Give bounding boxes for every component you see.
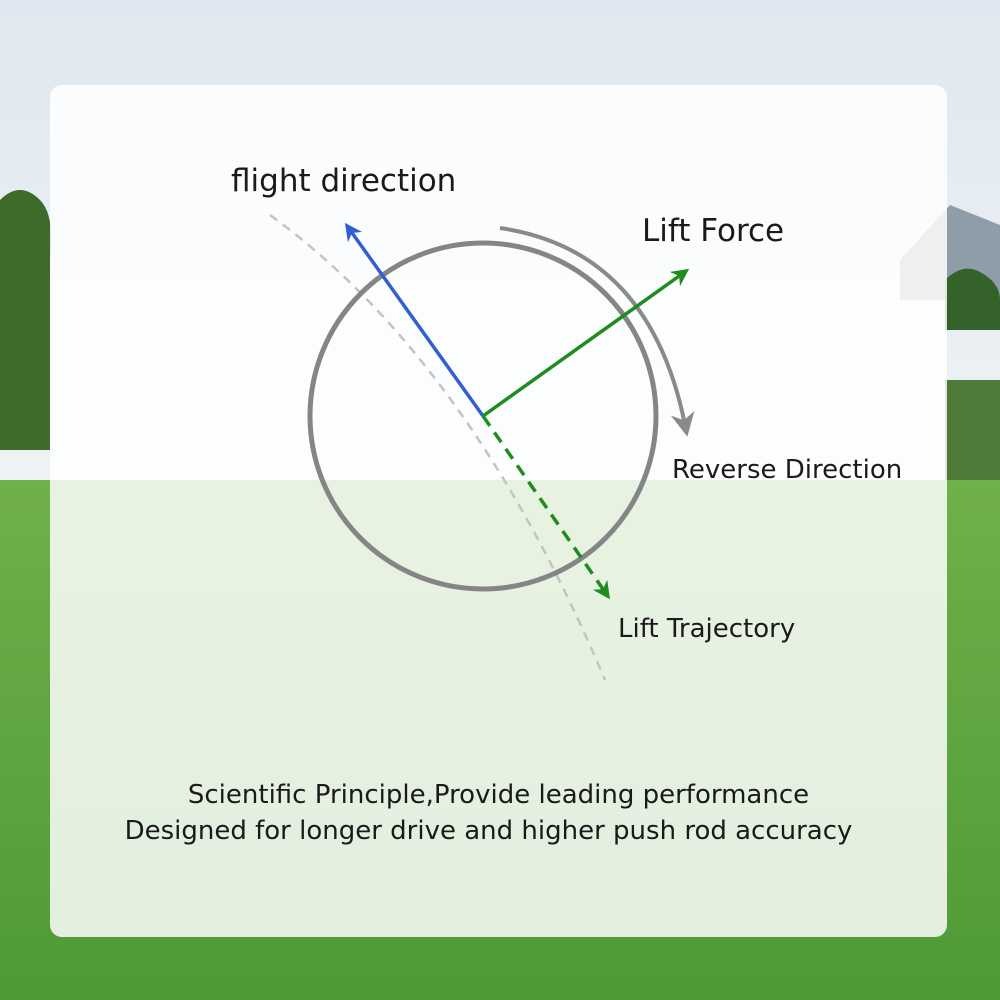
- caption-line-2: Designed for longer drive and higher pus…: [124, 816, 853, 846]
- right-trees: [945, 268, 1000, 330]
- diagram-panel: [50, 85, 947, 937]
- flight-direction-label: flight direction: [231, 163, 457, 199]
- left-trees: [0, 190, 52, 450]
- arrow-down-right-dashed-icon: [481, 415, 610, 600]
- curved-arrow-clockwise-icon: [499, 226, 695, 437]
- right-hedge: [945, 380, 1000, 480]
- reverse-direction-label: Reverse Direction: [672, 455, 903, 485]
- trajectory-curve: [269, 213, 607, 681]
- lift-force-label: Lift Force: [642, 213, 785, 249]
- arrow-up-right-icon: [481, 268, 690, 418]
- caption-line-1: Scientific Principle,Provide leading per…: [187, 780, 810, 810]
- golf-ball-circle: [307, 240, 659, 592]
- arrow-up-left-icon: [344, 222, 485, 418]
- lift-trajectory-label: Lift Trajectory: [618, 614, 796, 644]
